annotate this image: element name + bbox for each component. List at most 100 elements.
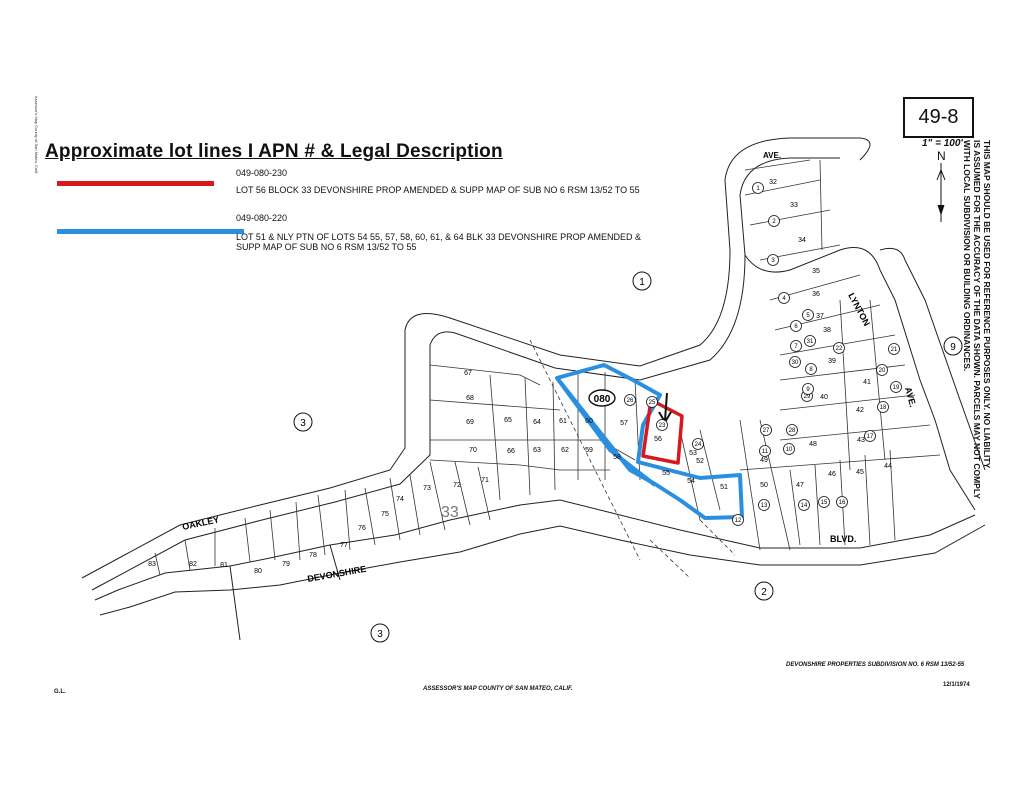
lot-74: 74 (396, 496, 404, 503)
svg-text:3: 3 (771, 258, 775, 264)
legend-apn-red: 049-080-230 (236, 168, 288, 178)
lot-78: 78 (309, 552, 317, 559)
svg-text:16: 16 (839, 500, 846, 506)
lot-52: 52 (696, 458, 704, 465)
lot-71: 71 (481, 477, 489, 484)
legend-desc-blue: LOT 51 & NLY PTN OF LOTS 54 55, 57, 58, … (236, 232, 642, 252)
lot-46: 46 (828, 471, 836, 478)
parcel-red-outline (641, 398, 684, 465)
svg-text:3: 3 (377, 629, 383, 640)
svg-text:21: 21 (891, 347, 898, 353)
lot-65: 65 (504, 417, 512, 424)
parcel-21: 21 (888, 343, 900, 355)
svg-text:9: 9 (950, 342, 956, 353)
lot-60: 60 (585, 418, 593, 425)
lot-73: 73 (423, 485, 431, 492)
parcel-30: 30 (789, 356, 801, 368)
lot-64: 64 (533, 419, 541, 426)
svg-text:24: 24 (695, 442, 702, 448)
svg-text:20: 20 (879, 368, 886, 374)
block-number: 33 (441, 504, 459, 521)
svg-text:15: 15 (821, 500, 828, 506)
svg-text:19: 19 (893, 385, 900, 391)
legend-title: Approximate lot lines I APN # & Legal De… (45, 141, 503, 162)
lot-67: 67 (464, 370, 472, 377)
sheet-ref-2: 2 (754, 581, 774, 601)
parcel-14: 14 (798, 499, 810, 511)
svg-text:080: 080 (594, 394, 611, 405)
parcel-15: 15 (818, 496, 830, 508)
svg-text:25: 25 (649, 400, 656, 406)
lot-39: 39 (828, 358, 836, 365)
svg-text:14: 14 (801, 503, 808, 509)
parcel-1: 1 (752, 182, 764, 194)
parcel-blue-diagonal (555, 376, 657, 487)
parcel-2: 2 (768, 215, 780, 227)
lot-54: 54 (687, 478, 695, 485)
north-arrow-icon (936, 163, 946, 222)
lot-35: 35 (812, 268, 820, 275)
lot-51: 51 (720, 484, 728, 491)
parcel-7: 7 (790, 340, 802, 352)
lot-68: 68 (466, 395, 474, 402)
parcel-20: 20 (876, 364, 888, 376)
street-label-devonshire: DEVONSHIRE (307, 564, 367, 584)
north-label: N (937, 149, 946, 163)
lot-53: 53 (689, 450, 697, 457)
street-label-blvd: BLVD. (830, 534, 856, 544)
lot-41: 41 (863, 379, 871, 386)
svg-text:1: 1 (639, 277, 645, 288)
lot-59: 59 (585, 447, 593, 454)
lot-77: 77 (340, 542, 348, 549)
parcel-27: 27 (760, 424, 772, 436)
parcel-10: 10 (783, 443, 795, 455)
lot-83: 83 (148, 561, 156, 568)
lot-55: 55 (662, 470, 670, 477)
street-boundaries (81, 137, 986, 641)
svg-text:29: 29 (804, 394, 811, 400)
svg-text:1: 1 (756, 186, 760, 192)
lot-45: 45 (856, 469, 864, 476)
parcel-28: 28 (786, 424, 798, 436)
footer-initials: G.L. (54, 689, 66, 695)
parcel-19: 19 (890, 381, 902, 393)
lot-66: 66 (507, 448, 515, 455)
lot-82: 82 (189, 561, 197, 568)
svg-text:13: 13 (761, 503, 768, 509)
svg-text:7: 7 (794, 344, 798, 350)
sheet-ref-3: 3 (370, 623, 390, 643)
footer-assessor: ASSESSOR'S MAP COUNTY OF SAN MATEO, CALI… (423, 686, 573, 692)
parcel-11: 11 (759, 445, 771, 457)
parcel-3: 3 (767, 254, 779, 266)
svg-text:5: 5 (806, 313, 810, 319)
svg-text:2: 2 (761, 587, 767, 598)
svg-text:31: 31 (807, 339, 814, 345)
lot-70: 70 (469, 447, 477, 454)
lot-42: 42 (856, 407, 864, 414)
map-scale: 1" = 100' (922, 138, 963, 149)
parcel-22: 22 (833, 342, 845, 354)
lot-33: 33 (790, 202, 798, 209)
lot-62: 62 (561, 447, 569, 454)
lot-38: 38 (823, 327, 831, 334)
svg-text:12: 12 (735, 518, 742, 524)
lot-50: 50 (760, 482, 768, 489)
lot-36: 36 (812, 291, 820, 298)
lot-61: 61 (559, 418, 567, 425)
footer-subdivision: DEVONSHIRE PROPERTIES SUBDIVISION NO. 6 … (786, 662, 965, 668)
parcel-23: 23 (656, 419, 668, 431)
lot-44: 44 (884, 463, 892, 470)
lot-37: 37 (816, 313, 824, 320)
lot-47: 47 (796, 482, 804, 489)
parcel-17: 17 (864, 430, 876, 442)
sheet-number-box: 49-8 (903, 97, 974, 138)
svg-text:23: 23 (659, 423, 666, 429)
svg-text:11: 11 (762, 449, 769, 455)
footer-date: 12/1/1974 (943, 682, 970, 688)
parcel-5: 5 (802, 309, 814, 321)
lot-72: 72 (453, 482, 461, 489)
parcel-24: 24 (692, 438, 704, 450)
parcel-31: 31 (804, 335, 816, 347)
